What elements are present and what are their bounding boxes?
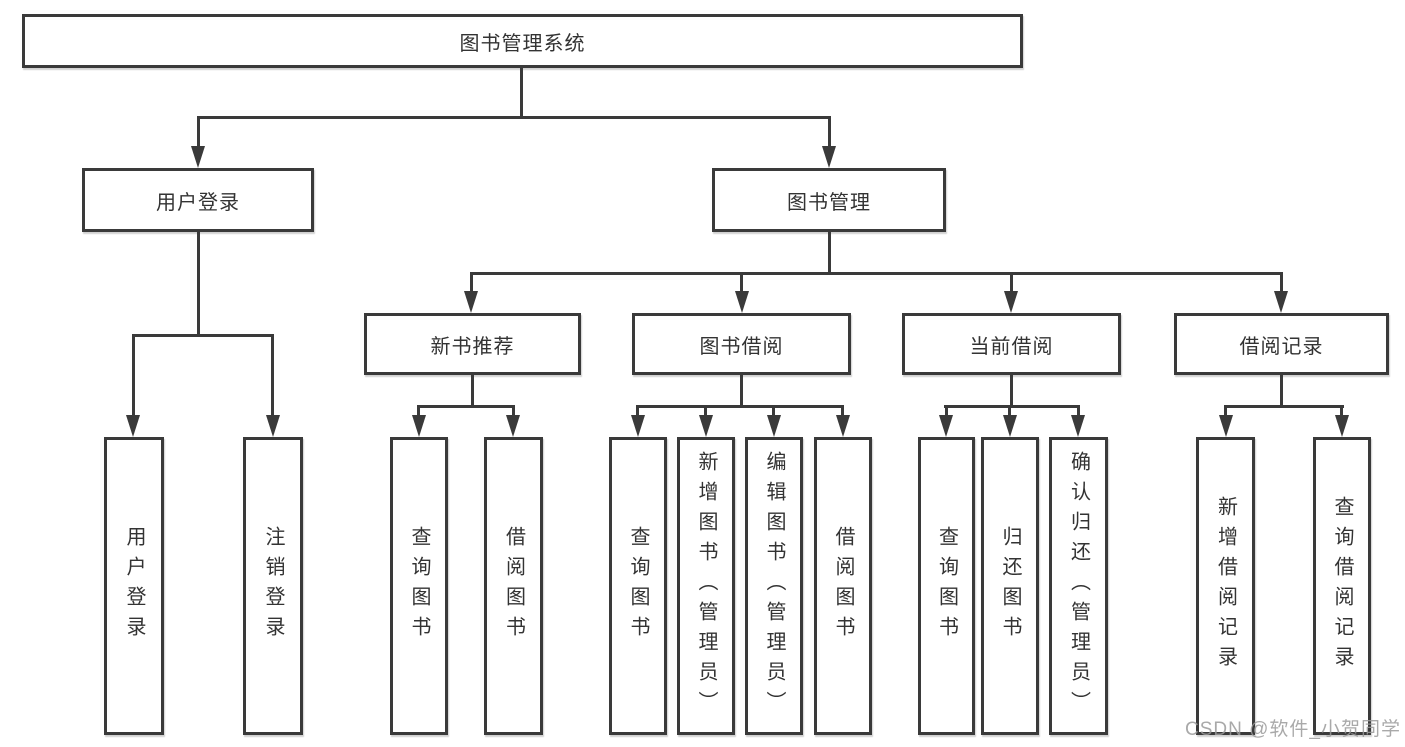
leaf-nb-borrow-books-label: 借阅图书 (502, 526, 525, 646)
connector-user-login-stem (197, 232, 200, 337)
arrowhead-icon (1003, 415, 1017, 437)
arrowhead-icon (631, 415, 645, 437)
leaf-cb-confirm-return: 确认归还（管理员） (1049, 437, 1108, 735)
leaf-cb-query-books: 查询图书 (918, 437, 975, 735)
connector-drop-leaf-login (132, 334, 135, 415)
leaf-bb-query-books-label: 查询图书 (627, 526, 649, 646)
connector-current-borrow-stem (1010, 375, 1013, 407)
leaf-bb-add-books-label: 新增图书（管理员） (695, 451, 717, 721)
leaf-cb-query-books-label: 查询图书 (935, 526, 958, 646)
connector-drop (945, 405, 948, 417)
connector-new-book-stem (471, 375, 474, 407)
node-book-mgmt-label: 图书管理 (787, 191, 871, 214)
leaf-cb-confirm-return-label: 确认归还（管理员） (1067, 451, 1090, 721)
node-root-label: 图书管理系统 (459, 32, 586, 55)
node-root: 图书管理系统 (22, 14, 1023, 68)
leaf-cb-return-books: 归还图书 (981, 437, 1039, 735)
node-new-book-rec: 新书推荐 (364, 313, 581, 375)
connector-drop-book-mgmt (828, 116, 831, 147)
arrowhead-icon (836, 415, 850, 437)
leaf-cb-return-books-label: 归还图书 (999, 526, 1021, 646)
connector-borrow-records-stem (1280, 375, 1283, 407)
leaf-nb-query-books-label: 查询图书 (408, 526, 430, 646)
node-borrow-records-label: 借阅记录 (1239, 335, 1324, 358)
connector-drop (1224, 405, 1227, 417)
connector-drop (841, 405, 844, 417)
node-current-borrow: 当前借阅 (902, 313, 1121, 375)
connector-current-borrow-bar (944, 405, 1080, 408)
connector-level2-bar (197, 116, 831, 119)
connector-drop-book-borrow (740, 272, 743, 293)
connector-drop (704, 405, 707, 417)
leaf-nb-query-books: 查询图书 (390, 437, 448, 735)
connector-book-mgmt-stem (828, 232, 831, 275)
arrowhead-icon (1071, 415, 1085, 437)
leaf-bb-add-books: 新增图书（管理员） (677, 437, 735, 735)
arrowhead-icon (464, 291, 478, 313)
leaf-br-query-record: 查询借阅记录 (1313, 437, 1371, 735)
connector-book-borrow-stem (740, 375, 743, 407)
node-book-borrow-label: 图书借阅 (699, 335, 784, 358)
leaf-user-login-label: 用户登录 (123, 526, 145, 646)
connector-root-stem (520, 68, 523, 118)
connector-drop (636, 405, 639, 417)
connector-drop-leaf-logout (271, 334, 274, 415)
leaf-br-add-record-label: 新增借阅记录 (1214, 496, 1237, 676)
leaf-bb-edit-books-label: 编辑图书（管理员） (763, 451, 785, 721)
arrowhead-icon (1219, 415, 1233, 437)
connector-drop (417, 405, 420, 417)
leaf-br-query-record-label: 查询借阅记录 (1331, 496, 1353, 676)
arrowhead-icon (939, 415, 953, 437)
arrowhead-icon (735, 291, 749, 313)
node-borrow-records: 借阅记录 (1174, 313, 1389, 375)
connector-level3-bar (470, 272, 1283, 275)
leaf-br-add-record: 新增借阅记录 (1196, 437, 1255, 735)
connector-borrow-records-bar (1224, 405, 1344, 408)
leaf-bb-borrow-books-label: 借阅图书 (832, 526, 854, 646)
connector-drop (512, 405, 515, 417)
leaf-nb-borrow-books: 借阅图书 (484, 437, 543, 735)
connector-drop-borrow-records (1280, 272, 1283, 293)
connector-book-borrow-bar (636, 405, 844, 408)
leaf-bb-borrow-books: 借阅图书 (814, 437, 872, 735)
arrowhead-icon (506, 415, 520, 437)
node-current-borrow-label: 当前借阅 (969, 335, 1054, 358)
connector-drop-new-book (470, 272, 473, 293)
node-book-borrow: 图书借阅 (632, 313, 851, 375)
node-user-login-label: 用户登录 (156, 191, 240, 214)
arrowhead-icon (767, 415, 781, 437)
arrowhead-icon (412, 415, 426, 437)
connector-drop (1340, 405, 1343, 417)
arrowhead-icon (1335, 415, 1349, 437)
node-book-mgmt: 图书管理 (712, 168, 946, 232)
arrowhead-icon (191, 146, 205, 168)
connector-drop (1077, 405, 1080, 417)
connector-user-login-bar (132, 334, 274, 337)
node-new-book-rec-label: 新书推荐 (430, 335, 515, 358)
arrowhead-icon (1274, 291, 1288, 313)
node-user-login: 用户登录 (82, 168, 314, 232)
arrowhead-icon (1004, 291, 1018, 313)
leaf-bb-query-books: 查询图书 (609, 437, 667, 735)
connector-new-book-bar (417, 405, 515, 408)
connector-drop (1008, 405, 1011, 417)
leaf-bb-edit-books: 编辑图书（管理员） (745, 437, 803, 735)
leaf-logout: 注销登录 (243, 437, 303, 735)
connector-drop-user-login (197, 116, 200, 147)
connector-drop (772, 405, 775, 417)
connector-drop-current-borrow (1010, 272, 1013, 293)
arrowhead-icon (699, 415, 713, 437)
arrowhead-icon (126, 415, 140, 437)
arrowhead-icon (266, 415, 280, 437)
leaf-logout-label: 注销登录 (262, 526, 284, 646)
arrowhead-icon (822, 146, 836, 168)
leaf-user-login: 用户登录 (104, 437, 164, 735)
